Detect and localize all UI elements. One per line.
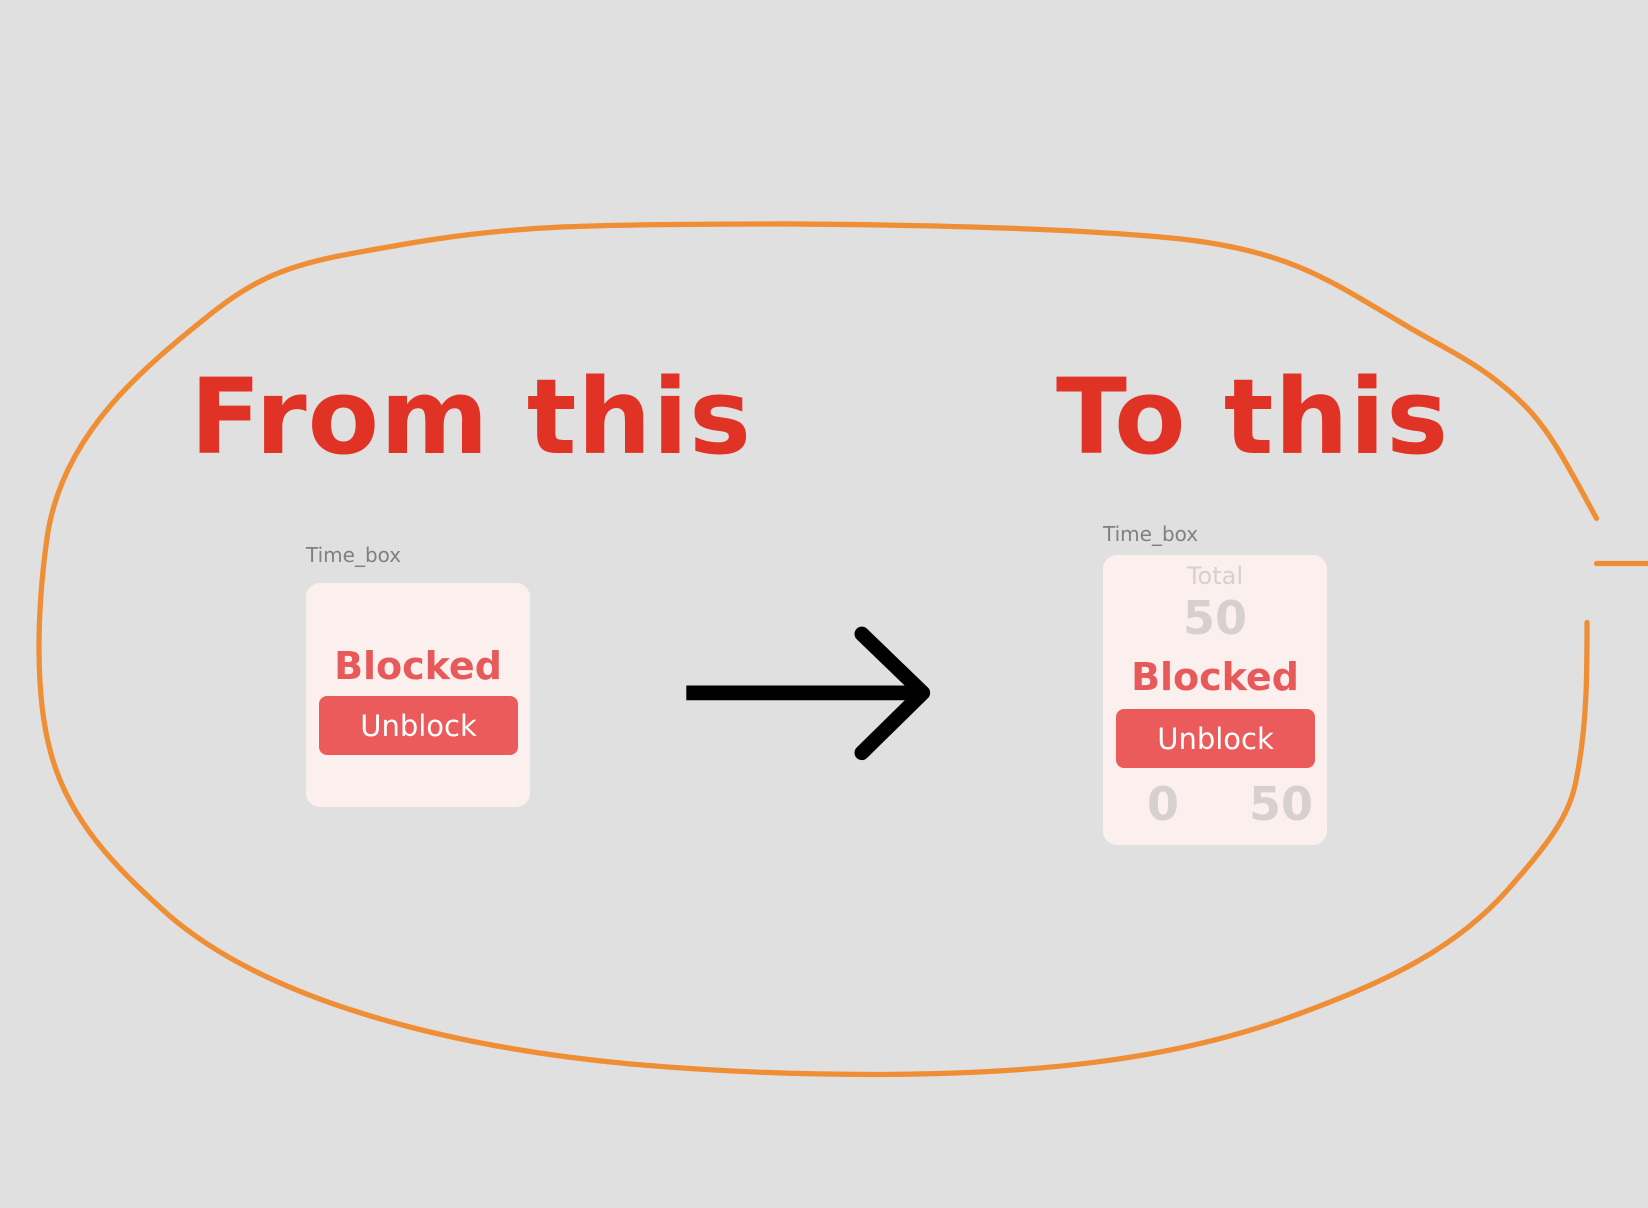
unblock-button[interactable]: Unblock bbox=[1116, 709, 1315, 768]
time-box-card-before: Blocked Unblock bbox=[306, 583, 530, 807]
right-arrow-icon bbox=[686, 626, 931, 761]
time-box-card-after: Total 50 Blocked Unblock 0 50 bbox=[1103, 555, 1327, 845]
frame-label-before: Time_box bbox=[306, 543, 402, 567]
frame-label-after: Time_box bbox=[1103, 522, 1199, 546]
orange-loop-annotation bbox=[36, 221, 1600, 1078]
from-heading: From this bbox=[190, 356, 753, 478]
ghost-total-value: 50 bbox=[1182, 591, 1247, 645]
to-heading: To this bbox=[1056, 356, 1450, 478]
blocked-status: Blocked bbox=[334, 644, 502, 688]
ghost-total-label: Total bbox=[1186, 562, 1244, 590]
blocked-status: Blocked bbox=[1131, 655, 1299, 699]
ghost-min-value: 0 bbox=[1147, 777, 1180, 831]
ghost-max-value: 50 bbox=[1249, 777, 1314, 831]
unblock-button[interactable]: Unblock bbox=[319, 696, 518, 755]
